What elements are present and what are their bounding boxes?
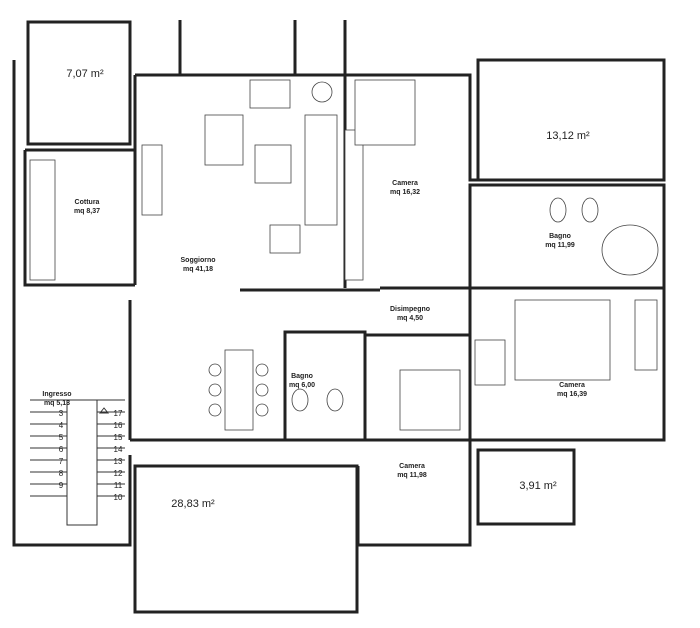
room-name: Disimpegno (390, 306, 430, 313)
room-area: mq 8,37 (74, 208, 100, 215)
stair-number: 9 (59, 481, 64, 490)
room-area: mq 16,32 (390, 189, 420, 196)
stair-number: 6 (59, 445, 64, 454)
stair-number: 10 (114, 493, 123, 502)
terrace-top-left: 7,07 m² (26, 20, 132, 146)
stair-number: 14 (114, 445, 123, 454)
stair-number: 8 (59, 469, 64, 478)
room-area: mq 16,39 (557, 391, 587, 398)
room-name: Camera (559, 382, 585, 389)
room-area: mq 11,98 (397, 472, 427, 479)
terrace-area-label: 28,83 m² (171, 498, 215, 510)
room-area: mq 11,99 (545, 242, 575, 249)
room-name: Bagno (549, 233, 571, 240)
room-area: mq 6,00 (289, 382, 315, 389)
room-labels: Cottura mq 8,37 Soggiorno mq 41,18 Camer… (42, 180, 587, 479)
terrace-area-label: 3,91 m² (519, 480, 557, 492)
room-name: Cottura (75, 199, 100, 206)
stair-number: 3 (59, 409, 64, 418)
terrace-area-label: 13,12 m² (546, 130, 590, 142)
furniture (29, 79, 659, 431)
stair-number: 11 (114, 481, 123, 490)
room-name: Soggiorno (181, 257, 216, 264)
room-area: mq 4,50 (397, 315, 423, 322)
room-name: Camera (392, 180, 418, 187)
stair-number: 5 (59, 433, 64, 442)
terrace-top-right: 13,12 m² (476, 58, 666, 182)
room-name: Bagno (291, 373, 313, 380)
terrace-area-label: 7,07 m² (66, 68, 104, 80)
stair-number: 15 (114, 433, 123, 442)
terrace-small-right: 3,91 m² (476, 448, 576, 526)
stair-number: 16 (114, 421, 123, 430)
walls (12, 20, 666, 547)
stair-number: 17 (114, 409, 123, 418)
room-area: mq 5,13 (44, 400, 70, 407)
room-area: mq 41,18 (183, 266, 213, 273)
stair-number: 7 (59, 457, 64, 466)
stair-number: 4 (59, 421, 64, 430)
stair-number: 12 (114, 469, 123, 478)
stair-number: 13 (114, 457, 123, 466)
staircase: 3 4 5 6 7 8 9 17 16 15 14 13 12 11 10 (30, 399, 125, 526)
room-name: Camera (399, 463, 425, 470)
room-name: Ingresso (42, 391, 71, 398)
terrace-bottom: 28,83 m² (133, 464, 359, 614)
up-arrow-icon (98, 407, 110, 414)
